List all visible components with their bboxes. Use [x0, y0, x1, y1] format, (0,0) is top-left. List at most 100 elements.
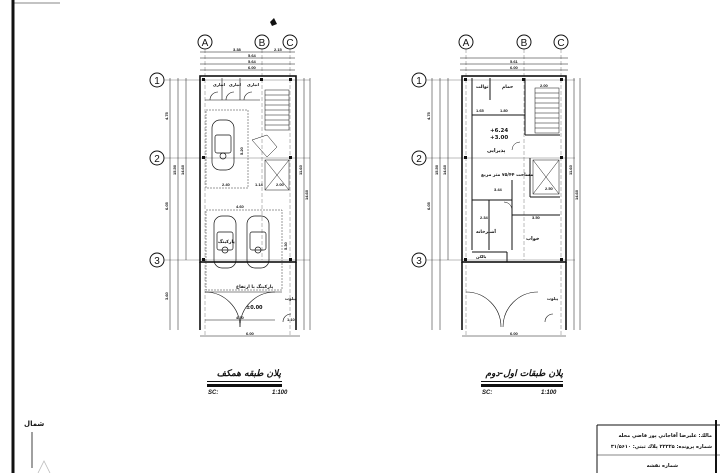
grid-row-2: 2 — [411, 150, 575, 166]
annotation-text: 11.60 — [298, 164, 303, 175]
car-icon — [211, 119, 235, 171]
annotation-text: 14.60 — [304, 189, 309, 200]
annotation-text: پذیرایی — [487, 148, 506, 154]
annotation-text: 2.40 — [222, 182, 231, 187]
annotation-text: 5.61 — [510, 59, 519, 64]
annotation-text: 2.50 — [545, 186, 554, 191]
interior-walls — [471, 78, 560, 262]
grid-col-a: A — [197, 34, 213, 335]
grid-label: C — [286, 38, 293, 49]
annotation-text: 4.75 — [426, 111, 431, 120]
owner-text: مالك: عليرضا آقاجاني پور قاضي محله — [618, 431, 712, 439]
entrance-gate — [465, 291, 554, 328]
exterior-walls — [199, 75, 297, 263]
level-marker: ±0.00 — [246, 305, 263, 311]
exterior-walls — [461, 75, 567, 263]
annotation-text: انباری — [213, 82, 226, 87]
file-number-text: شماره پرونده: ۲۲۳۲۵ پلاك ثبتي: ۳۱/۵۶۱۰ — [611, 444, 712, 450]
annotation-text: 1.10 — [287, 317, 296, 322]
staircase — [251, 89, 290, 191]
left-dimensions — [169, 78, 311, 330]
entrance-gate — [204, 291, 292, 328]
grid-col-b: B — [254, 34, 270, 260]
annotation-text: 3 — [154, 256, 160, 267]
annotation-text: آشپزخانه — [476, 229, 496, 235]
annotation-text: مساحت ۷۵/۴۴ متر مربع — [481, 172, 533, 178]
annotation-text: 2.00 — [540, 83, 549, 88]
upper-floor-plan: A B C 1 2 3 5.61 6.00 4.75 6.05 15.50 14… — [411, 34, 581, 396]
annotation-text: خواب — [526, 236, 540, 242]
annotation-text: 3.44 — [494, 187, 503, 192]
annotation-text: 2.34 — [480, 215, 489, 220]
annotation-text: 3.50 — [532, 215, 541, 220]
grid-col-b: B — [516, 34, 532, 260]
annotation-text: 5.20 — [239, 146, 244, 155]
plan-title: پلان طبقه همكف — [217, 368, 282, 379]
annotation-text: 2.00 — [276, 182, 285, 187]
top-dimensions — [200, 51, 295, 71]
annotation-text: 1.14 — [255, 182, 264, 187]
level-marker: +3.00 — [490, 135, 508, 141]
level-marker: +6.24 — [490, 128, 508, 134]
grid-row-3: 3 — [411, 252, 575, 268]
annotation-text: 4.50 — [236, 315, 245, 320]
grid-col-a: A — [458, 34, 474, 335]
north-label: شمال — [24, 420, 44, 428]
annotation-text: 1.65 — [476, 108, 485, 113]
annotation-text: 5.30 — [283, 241, 288, 250]
annotation-text: 1.80 — [500, 108, 509, 113]
annotation-text: بالکن — [476, 254, 487, 259]
annotation-text: 15.50 — [172, 164, 177, 175]
grid-row-3: 3 — [149, 252, 310, 268]
annotation-text: 5.64 — [248, 53, 257, 58]
annotation-text: 2 — [154, 154, 160, 165]
annotation-text: 14.60 — [574, 189, 579, 200]
grid-label: A — [202, 38, 209, 49]
grid-row-1: 1 — [149, 72, 310, 88]
parking-space — [205, 109, 249, 189]
grid-col-c: C — [553, 34, 569, 335]
ground-floor-plan: A B C 1 2 3 3.38 2.15 5.64 5.64 6.00 4.7 — [149, 18, 311, 396]
annotation-text: انباری — [247, 82, 260, 87]
annotation-text: 11.60 — [568, 164, 573, 175]
annotation-text: A — [463, 38, 470, 49]
storage-rooms — [205, 78, 260, 101]
annotation-text: 2 — [416, 154, 422, 165]
annotation-text: 2.15 — [274, 47, 283, 52]
annotation-text: پارکینگ — [218, 239, 235, 245]
annotation-text: 15.50 — [434, 164, 439, 175]
car-icon — [246, 215, 270, 269]
annotation-text: 6.05 — [426, 201, 431, 210]
grid-row-2: 2 — [149, 150, 310, 166]
annotation-text: B — [521, 38, 528, 49]
annotation-text: 4.60 — [236, 204, 245, 209]
grid-col-c: C — [282, 34, 298, 335]
scale-value: 1:100 — [272, 390, 288, 396]
annotation-text: 3.60 — [164, 291, 169, 300]
north-flag-icon — [270, 18, 277, 26]
annotation-text: 6.00 — [246, 331, 255, 336]
annotation-text: 6.05 — [164, 201, 169, 210]
annotation-text: 4.75 — [164, 111, 169, 120]
annotation-text: 1 — [416, 76, 422, 87]
staircase — [532, 87, 560, 195]
annotation-text: C — [557, 38, 564, 49]
annotation-text: 3.38 — [233, 47, 242, 52]
scale-label: SC: — [482, 390, 492, 396]
annotation-text: 5.64 — [248, 59, 257, 64]
grid-label: B — [259, 38, 266, 49]
scale-value: 1:100 — [541, 390, 557, 396]
north-arrow: شمال — [24, 420, 51, 473]
annotation-text: توالت — [476, 85, 489, 90]
scale-label: SC: — [208, 390, 218, 396]
annotation-text: 6.00 — [510, 65, 519, 70]
annotation-text: حمام — [502, 85, 513, 90]
title-block: مالك: عليرضا آقاجاني پور قاضي محله شماره… — [596, 420, 720, 473]
sheet-number-label: شماره نقشه — [647, 463, 678, 469]
annotation-text: 14.60 — [442, 164, 447, 175]
plan-title: پلان طبقات اول-دوم — [485, 368, 564, 379]
annotation-text: 1 — [154, 76, 160, 87]
annotation-text: 3 — [416, 256, 422, 267]
annotation-text: پارکینگ با ارتفاع — [236, 284, 274, 290]
